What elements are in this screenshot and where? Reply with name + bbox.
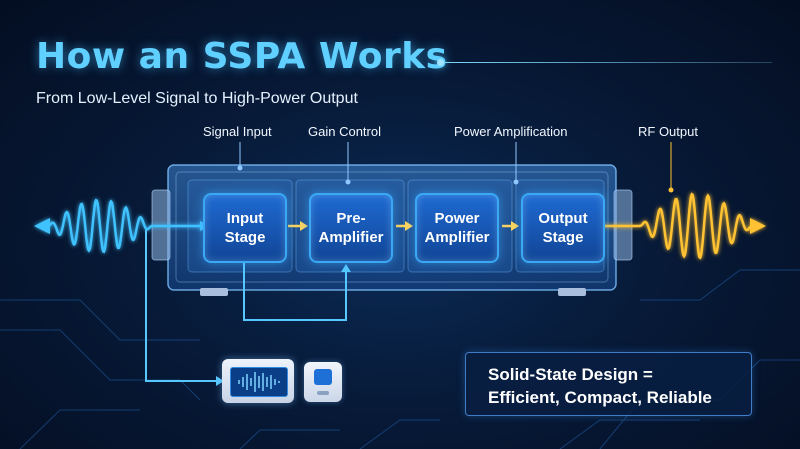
- flow-arrows: [288, 221, 519, 231]
- leader-dots: [237, 165, 674, 193]
- stage-pre-amplifier: Pre- Amplifier: [309, 193, 393, 263]
- title-divider-dot: [437, 59, 444, 66]
- label-signal-input: Signal Input: [203, 124, 272, 139]
- label-rf-output: RF Output: [638, 124, 698, 139]
- stage-output: Output Stage: [521, 193, 605, 263]
- label-leaders: [239, 142, 672, 190]
- page-subtitle: From Low-Level Signal to High-Power Outp…: [36, 90, 358, 107]
- stage-label: Pre- Amplifier: [318, 210, 384, 246]
- control-paths: [145, 230, 347, 382]
- label-power-amplification: Power Amplification: [454, 124, 568, 139]
- label-gain-control: Gain Control: [308, 124, 381, 139]
- controller-device-icon: [222, 359, 294, 403]
- module-indicator: [317, 391, 329, 395]
- stage-input: Input Stage: [203, 193, 287, 263]
- waveform-display-icon: [238, 372, 280, 392]
- design-callout: Solid-State Design = Efficient, Compact,…: [465, 352, 752, 416]
- input-waveform-icon: [34, 198, 209, 254]
- module-screen: [314, 369, 332, 385]
- module-device-icon: [304, 362, 342, 402]
- callout-line-1: Solid-State Design =: [488, 365, 653, 384]
- stage-label: Input Stage: [224, 210, 266, 246]
- controller-screen: [230, 367, 288, 397]
- callout-line-2: Efficient, Compact, Reliable: [488, 388, 712, 407]
- stage-power-amplifier: Power Amplifier: [415, 193, 499, 263]
- output-waveform-icon: [602, 192, 766, 260]
- stage-label: Power Amplifier: [424, 210, 490, 246]
- page-title: How an SSPA Works: [36, 36, 448, 77]
- title-divider: [442, 62, 772, 63]
- circuit-traces: [0, 269, 800, 449]
- stage-label: Output Stage: [538, 210, 588, 246]
